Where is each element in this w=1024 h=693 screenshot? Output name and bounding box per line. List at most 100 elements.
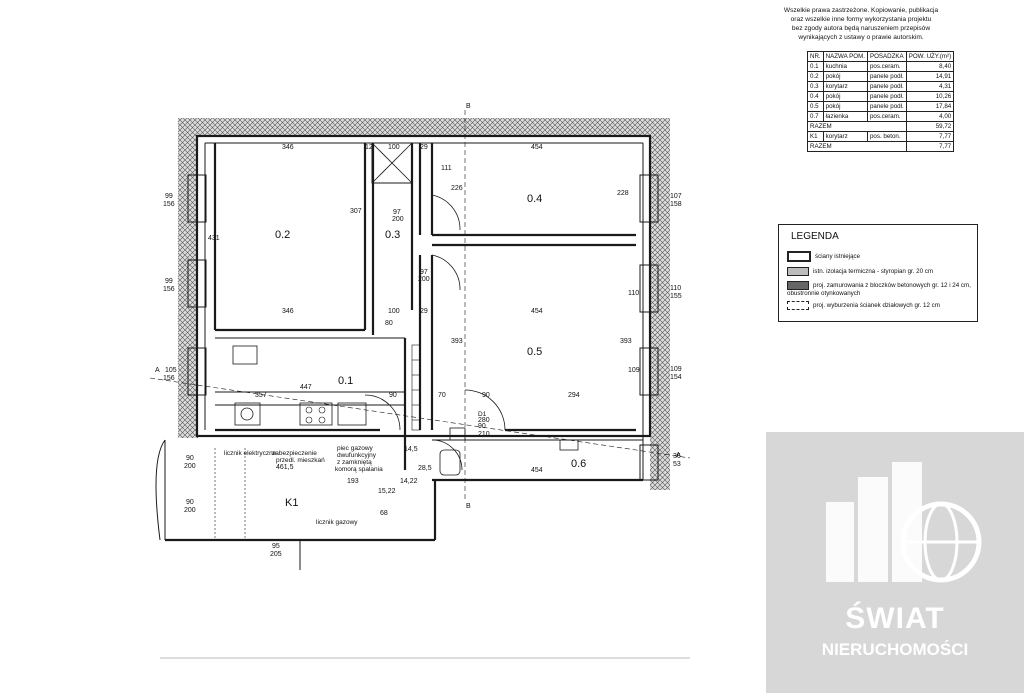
note-boiler-4: komorą spalania: [335, 466, 383, 473]
watermark-logo: ŚWIAT NIERUCHOMOŚCI: [766, 432, 1024, 693]
rooms-table: NR. NAZWA POM. POSADZKA POW. UŻY.(m²) 0.…: [807, 51, 955, 152]
dim: 14,5: [404, 446, 418, 453]
dim: 346: [282, 308, 294, 315]
section-mark-b-bottom: B: [466, 503, 471, 510]
watermark-brand: ŚWIAT: [845, 602, 945, 635]
dim: 307: [350, 208, 362, 215]
dim: 100: [388, 308, 400, 315]
dim: 90: [389, 392, 397, 399]
walls: [149, 110, 691, 570]
table-header: POW. UŻY.(m²): [905, 51, 955, 62]
dim: 15,22: [378, 488, 396, 495]
dim: 200: [392, 216, 404, 223]
dim: 100: [388, 144, 400, 151]
table-header-row: NR. NAZWA POM. POSADZKA POW. UŻY.(m²): [807, 51, 955, 62]
cell-floor: pos. beton.: [866, 131, 907, 142]
dim: 447: [300, 384, 312, 391]
dim: 156: [163, 375, 175, 382]
dim: 97: [393, 209, 401, 216]
room-label-k1: K1: [285, 497, 298, 509]
legend-item: proj. zamurowania z bloczków betonowych …: [787, 281, 977, 298]
dim: 158: [670, 201, 682, 208]
table-sum-row: RAZEM 7,77: [807, 141, 955, 152]
table-row: 0.1 kuchnia pos.ceram. 8,40: [807, 61, 955, 72]
dim: 29: [420, 144, 428, 151]
dim: 53: [673, 461, 681, 468]
note-electric-meter: licznik elektryczne: [224, 450, 277, 457]
cell-nr: K1: [807, 131, 824, 142]
copyright-line: oraz wszelkie inne formy wykorzystania p…: [790, 16, 932, 23]
cell-nr: 0.4: [807, 91, 824, 102]
dim: 80: [385, 320, 393, 327]
dim: 97: [420, 269, 428, 276]
dim: 393: [620, 338, 632, 345]
legend-label: proj. wyburzenia ścianek działowych gr. …: [813, 302, 940, 310]
room-labels: 0.2 0.3 0.4 0.5 0.1 0.6 K1: [275, 193, 586, 509]
cell-area: 4,31: [905, 81, 955, 92]
note-gas-meter: licznik gazowy: [316, 519, 358, 526]
cell-nr: 0.2: [807, 71, 824, 82]
table-row: K1 korytarz pos. beton. 7,77: [807, 131, 955, 142]
room-label-02: 0.2: [275, 229, 290, 241]
building-globe-icon: [826, 462, 982, 583]
dim: 294: [568, 392, 580, 399]
sum-area: 7,77: [905, 141, 955, 152]
note-boiler-2: dwufunkcyjny: [337, 452, 377, 459]
dim: 12: [365, 144, 373, 151]
cell-area: 7,77: [905, 131, 955, 142]
cell-area: 10,26: [905, 91, 955, 102]
room-label-01: 0.1: [338, 375, 353, 387]
table-row: 0.7 łazienka pos.ceram. 4,00: [807, 111, 955, 122]
dim: 111: [441, 165, 452, 172]
dim: 28,5: [418, 465, 432, 472]
note-boiler-3: z zamkniętą: [337, 459, 372, 466]
table-row: 0.4 pokój panele podł. 10,26: [807, 91, 955, 102]
legend-item: proj. wyburzenia ścianek działowych gr. …: [787, 301, 940, 310]
cell-area: 14,91: [905, 71, 955, 82]
table-row: 0.3 korytarz panele podł. 4,31: [807, 81, 955, 92]
legend-item: istn. izolacja termiczna - styropian gr.…: [787, 267, 933, 276]
legend-label: ściany istniejące: [815, 253, 861, 261]
legend-swatch: [787, 267, 809, 276]
section-mark-a-left: A: [155, 367, 160, 374]
sum-area: 59,72: [905, 121, 955, 132]
cell-floor: panele podł.: [866, 71, 907, 82]
table-row: 0.2 pokój panele podł. 14,91: [807, 71, 955, 82]
dim: 109: [628, 367, 640, 374]
cell-nr: 0.1: [807, 61, 824, 72]
note-boiler-1: piec gazowy: [337, 445, 374, 452]
dim: 90: [482, 392, 490, 399]
cell-name: łazienka: [822, 111, 868, 122]
table-header: NAZWA POM.: [822, 51, 868, 62]
cell-name: kuchnia: [822, 61, 868, 72]
dim: 280: [478, 417, 490, 424]
legend-item: ściany istniejące: [787, 251, 860, 262]
copyright-line: wynikających z ustawy o prawie autorskim…: [798, 34, 924, 41]
dim: 14,22: [400, 478, 418, 485]
note-protection-2: przedl. mieszkań: [276, 457, 325, 464]
dim: 226: [451, 185, 463, 192]
dimensions: 346 100 29 12 454 346 100 29 454 80 307 …: [163, 144, 682, 558]
dim: 29: [420, 308, 428, 315]
table-header: NR.: [807, 51, 824, 62]
cell-nr: 0.3: [807, 81, 824, 92]
dim: 90: [186, 499, 194, 506]
cell-floor: pos.ceram.: [866, 111, 907, 122]
legend-box: LEGENDA ściany istniejące istn. izolacja…: [778, 224, 978, 322]
legend-label: proj. zamurowania z bloczków betonowych …: [787, 282, 971, 298]
plan-notes: licznik elektryczne zabezpieczenie przed…: [224, 411, 487, 526]
room-label-06: 0.6: [571, 458, 586, 470]
cell-nr: 0.7: [807, 111, 824, 122]
table-sum-row: RAZEM 59,72: [807, 121, 955, 132]
cell-area: 4,00: [905, 111, 955, 122]
dim: 156: [163, 286, 175, 293]
dim: 99: [165, 193, 173, 200]
section-mark-b-top: B: [466, 103, 471, 110]
dim: 107: [670, 193, 682, 200]
dim: 200: [184, 507, 196, 514]
dim: 193: [347, 478, 359, 485]
cell-nr: 0.5: [807, 101, 824, 112]
dim: 200: [418, 276, 430, 283]
table-row: 0.5 pokój panele podł. 17,84: [807, 101, 955, 112]
